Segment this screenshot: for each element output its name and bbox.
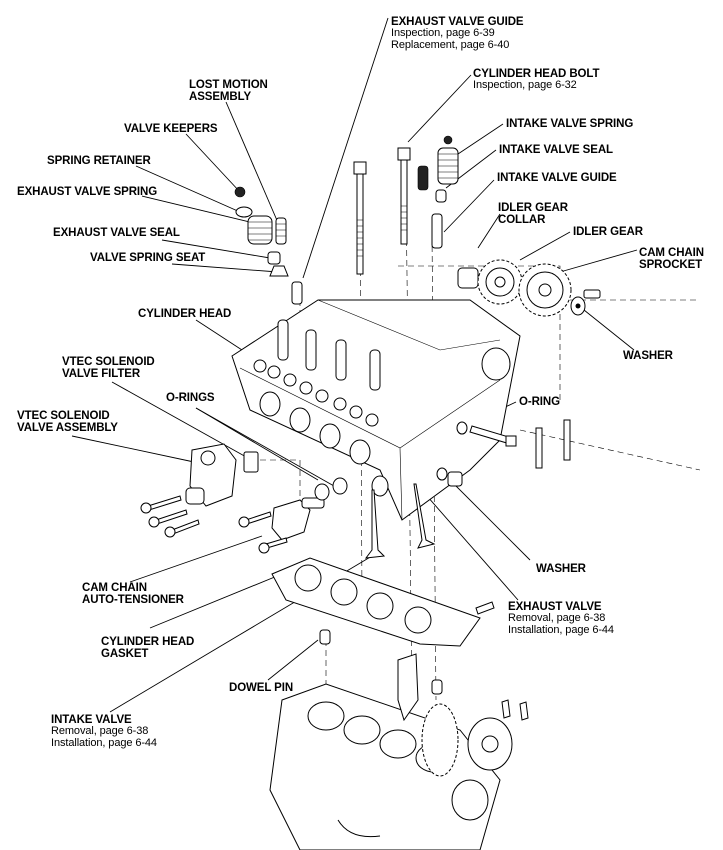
valves [364,483,436,559]
valve-train-right [417,135,459,249]
engine-block-part [269,653,529,850]
dowel-pin-part-2 [431,679,443,695]
leader-valve-keepers [185,133,241,193]
cam-chain [421,703,459,777]
intake-valve-spring-part [437,147,459,185]
leader-lines [71,17,638,713]
label-vtec-solenoid-valve-filter: VTEC SOLENOID VALVE FILTER [62,356,155,380]
right-fasteners [436,419,571,487]
bracket [397,653,419,722]
spring-row [253,359,379,427]
leader-idler-gear-collar [477,213,501,249]
exhaust-valve-seal-part [267,251,281,265]
label-dowel-pin: DOWEL PIN [229,682,294,694]
label-exhaust-valve-guide: EXHAUST VALVE GUIDE Inspection, page 6-3… [391,16,524,51]
leader-exhaust-valve [419,487,519,601]
leader-o-rings-b [195,407,335,487]
label-exhaust-valve-spring: EXHAUST VALVE SPRING [17,186,158,198]
solenoid-bolts [140,495,200,538]
label-o-rings: O-RINGS [166,392,215,404]
label-intake-valve: INTAKE VALVE Removal, page 6-38 Installa… [51,714,157,749]
leader-intake-valve-spring [451,123,504,159]
leader-gasket [149,573,283,629]
bolt-head [353,161,367,175]
label-washer-top: WASHER [623,350,673,362]
label-exhaust-valve-seal: EXHAUST VALVE SEAL [53,227,180,239]
label-cam-chain-sprocket: CAM CHAIN SPROCKET [639,247,704,271]
leader-washer-top [583,309,635,351]
leader-lost-motion [225,101,283,233]
label-cylinder-head-bolt: CYLINDER HEAD BOLT Inspection, page 6-32 [473,68,600,91]
leader-cam-chain-tensioner [129,535,263,583]
lost-motion-assembly-part [275,217,287,245]
leader-washer-bottom [445,475,531,561]
label-valve-spring-seat: VALVE SPRING SEAT [90,252,206,264]
label-cylinder-head-gasket: CYLINDER HEAD GASKET [101,636,195,660]
leader-vtec-assembly [71,435,195,463]
label-intake-valve-seal: INTAKE VALVE SEAL [499,144,613,156]
leader-exhaust-valve-guide [302,17,389,279]
vtec-solenoid-part [140,443,259,538]
intake-valve-seal-part [435,189,447,203]
valve-keepers-part [234,186,246,198]
spring-retainer-part [235,206,253,218]
intake-valve-guide-part [431,213,443,249]
leader-exhaust-valve-seal [161,239,271,259]
exhaust-valve-guide-part [291,281,303,305]
label-exhaust-valve: EXHAUST VALVE Removal, page 6-38 Install… [508,601,614,636]
o-ring-a [314,483,330,501]
label-vtec-solenoid-valve-assembly: VTEC SOLENOID VALVE ASSEMBLY [17,410,118,434]
idler-gear-collar-part [457,267,479,289]
vtec-filter-part [243,451,259,473]
label-washer-bottom: WASHER [536,563,586,575]
leader-idler-gear [519,231,571,261]
washer-bottom-part [436,467,448,481]
stud-bolt-1 [535,427,543,469]
leader-exhaust-valve-spring [141,195,251,223]
leader-spring-retainer [135,165,241,213]
gasket-bolt [475,601,495,615]
valve-train-left [234,186,303,305]
leader-valve-spring-seat [171,263,279,273]
label-spring-retainer: SPRING RETAINER [47,155,151,167]
label-cam-chain-auto-tensioner: CAM CHAIN AUTO-TENSIONER [82,582,184,606]
leader-intake-valve-guide [443,179,495,233]
sprocket-bolt [583,289,601,299]
label-idler-gear-collar: IDLER GEAR COLLAR [498,202,568,226]
leader-cylinder-head [195,319,243,351]
cylinder-head-gasket-part [271,557,495,647]
cylinder-head-part [231,299,521,521]
label-idler-gear: IDLER GEAR [573,226,643,238]
label-cylinder-head: CYLINDER HEAD [138,308,232,320]
cylinder-head-bolts [353,147,411,275]
exhaust-valve-part [413,483,436,549]
o-ring-part [456,421,468,435]
leader-cylinder-head-bolt [407,74,472,143]
o-ring-b [332,477,348,495]
leader-dowel-pin [267,639,319,681]
label-lost-motion-assembly: LOST MOTION ASSEMBLY [189,79,268,103]
label-o-ring: O-RING [519,396,560,408]
stud-bolt-2 [563,419,571,461]
dowel-pin-part [319,629,331,645]
gears [457,259,601,317]
label-intake-valve-spring: INTAKE VALVE SPRING [506,118,634,130]
intake-valve-part [364,489,386,559]
valve-spring-seat-part [269,265,289,277]
valve-stems [277,319,381,391]
leader-cam-chain-sprocket [559,249,638,273]
ports [259,391,371,465]
auto-tensioner-part [238,477,348,554]
exhaust-valve-spring-part [247,215,273,245]
label-intake-valve-guide: INTAKE VALVE GUIDE [497,172,617,184]
label-valve-keepers: VALVE KEEPERS [124,123,218,135]
cam-cover-cap [481,347,511,381]
